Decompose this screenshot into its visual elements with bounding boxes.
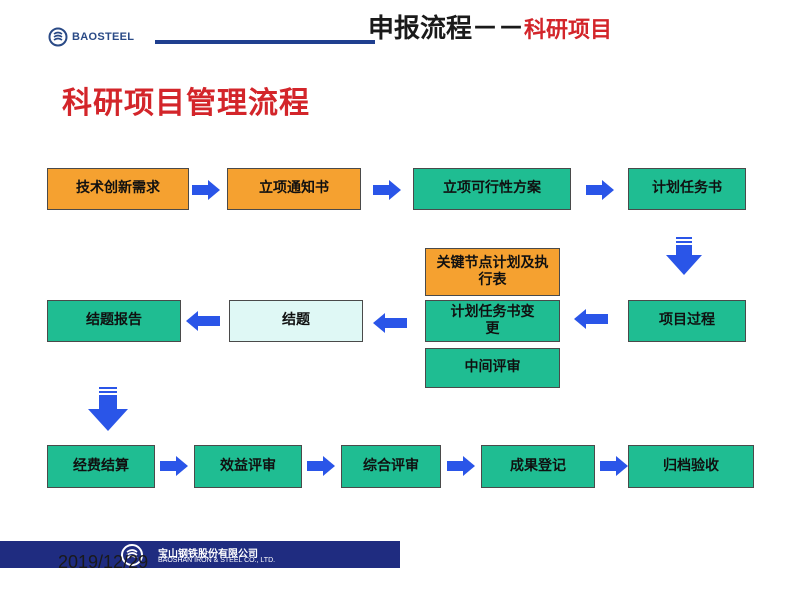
arrow-right-icon (373, 180, 401, 200)
page-title: 申报流程－－科研项目 (368, 8, 612, 45)
logo-text: BAOSTEEL (72, 31, 135, 43)
node-midterm-review: 中间评审 (425, 348, 560, 388)
node-archive-acceptance: 归档验收 (628, 445, 754, 488)
footer-company-name-en: BAOSHAN IRON & STEEL CO., LTD. (158, 557, 276, 564)
arrow-left-icon (186, 311, 220, 331)
baosteel-emblem-icon (48, 27, 68, 47)
node-feasibility-plan: 立项可行性方案 (413, 168, 571, 210)
node-tech-innovation-needs: 技术创新需求 (47, 168, 189, 210)
node-key-node-plan: 关键节点计划及执行表 (425, 248, 560, 296)
node-comprehensive-review: 综合评审 (341, 445, 441, 488)
node-closing: 结题 (229, 300, 363, 342)
page-title-accent: 科研项目 (524, 18, 613, 43)
node-project-notice: 立项通知书 (227, 168, 361, 210)
arrow-right-icon (447, 456, 475, 476)
arrow-right-icon (600, 456, 628, 476)
arrow-right-icon (586, 180, 614, 200)
footer-company-name: 宝山钢铁股份有限公司 (158, 549, 258, 560)
arrow-down-icon (88, 387, 128, 431)
arrow-right-icon (307, 456, 335, 476)
footer-date: 2019/12/29 (58, 552, 149, 572)
node-plan-task-book: 计划任务书 (628, 168, 746, 210)
arrow-left-icon (574, 309, 608, 329)
arrow-down-icon (666, 237, 702, 275)
footer-band (0, 541, 400, 568)
arrow-right-icon (192, 180, 220, 200)
node-achievement-registration: 成果登记 (481, 445, 595, 488)
node-project-process: 项目过程 (628, 300, 746, 342)
arrow-left-icon (373, 313, 407, 333)
node-closing-report: 结题报告 (47, 300, 181, 342)
section-title: 科研项目管理流程 (62, 86, 310, 121)
node-benefit-review: 效益评审 (194, 445, 302, 488)
node-plan-task-book-change: 计划任务书变更 (425, 300, 560, 342)
page-title-main: 申报流程－－ (368, 14, 525, 44)
baosteel-logo: BAOSTEEL (48, 24, 148, 50)
baosteel-emblem-icon (121, 544, 143, 566)
node-expense-settlement: 经费结算 (47, 445, 155, 488)
header-underline (155, 40, 375, 44)
arrow-right-icon (160, 456, 188, 476)
